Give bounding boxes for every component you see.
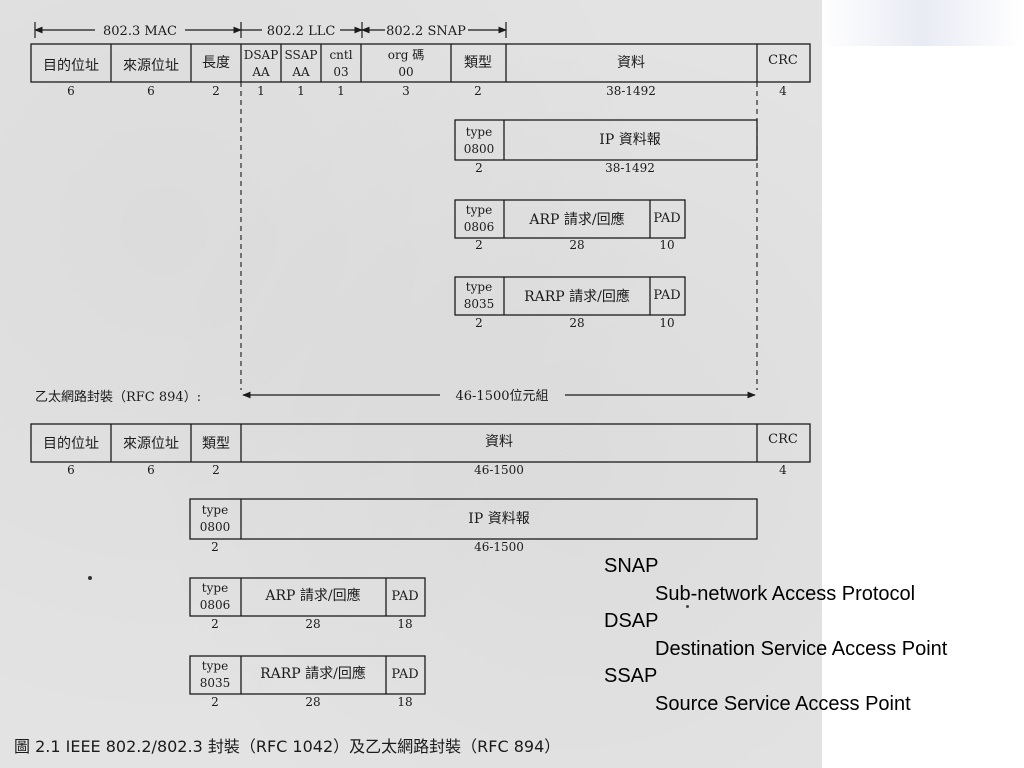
- ieee-arp-size-pad: 10: [659, 238, 674, 252]
- ieee-arp-type-label: type: [466, 203, 492, 217]
- size-ssap: 1: [297, 84, 305, 98]
- legend-term-dsap: DSAP: [604, 610, 659, 632]
- ieee-ip-type-label: type: [466, 125, 492, 139]
- size-type: 2: [474, 84, 482, 98]
- legend-term-snap: SNAP: [604, 555, 659, 577]
- ieee-arp-pad: PAD: [653, 211, 680, 226]
- field-cntl: cntl: [329, 48, 352, 62]
- size-dsap: 1: [257, 84, 265, 98]
- eth-size-source: 6: [147, 463, 155, 477]
- eth-ip-content: IP 資料報: [468, 511, 529, 527]
- ieee-arp-size-type: 2: [475, 238, 483, 252]
- ethernet-frame-box: [30, 423, 811, 463]
- eth-size-destination: 6: [67, 463, 75, 477]
- scanned-page-background: [0, 0, 822, 768]
- snap-span-label: 802.2 SNAP: [386, 24, 466, 39]
- org-code-value: 00: [398, 65, 413, 79]
- dsap-value: AA: [251, 65, 270, 79]
- eth-size-type: 2: [212, 463, 220, 477]
- eth-ip-size-content: 46-1500: [474, 540, 524, 554]
- ieee-rarp-content: RARP 請求/回應: [524, 288, 630, 305]
- acronym-legend: SNAP Sub-network Access Protocol DSAP De…: [604, 553, 1014, 718]
- cntl-value: 03: [333, 65, 348, 79]
- llc-span-label: 802.2 LLC: [267, 24, 336, 39]
- eth-size-data: 46-1500: [474, 463, 524, 477]
- field-length: 長度: [202, 55, 230, 71]
- mac-span-label: 802.3 MAC: [103, 24, 177, 39]
- eth-rarp-type-code: 8035: [200, 676, 231, 690]
- eth-rarp-pad: PAD: [391, 667, 418, 682]
- scan-speck: [88, 576, 92, 580]
- field-crc: CRC: [768, 53, 798, 68]
- size-crc: 4: [779, 84, 787, 98]
- eth-rarp-size-type: 2: [211, 695, 219, 709]
- eth-size-crc: 4: [779, 463, 787, 477]
- eth-arp-size-pad: 18: [397, 617, 412, 631]
- eth-arp-content: ARP 請求/回應: [264, 587, 360, 604]
- eth-arp-size-content: 28: [305, 617, 320, 631]
- ieee-rarp-payload-box: [454, 276, 686, 316]
- size-length: 2: [212, 84, 220, 98]
- field-ssap: SSAP: [285, 48, 318, 62]
- eth-ip-type-label: type: [202, 503, 228, 517]
- ieee-arp-payload-box: [454, 199, 686, 239]
- ethernet-encapsulation-label: 乙太網路封裝（RFC 894）:: [35, 389, 201, 405]
- size-destination: 6: [67, 84, 75, 98]
- eth-field-source-address: 來源位址: [123, 436, 179, 452]
- eth-arp-type-code: 0806: [200, 598, 231, 612]
- eth-rarp-type-label: type: [202, 659, 228, 673]
- ethernet-span-label: 46-1500位元組: [455, 389, 548, 404]
- field-dsap: DSAP: [244, 48, 279, 62]
- size-org-code: 3: [402, 84, 410, 98]
- field-destination-address: 目的位址: [43, 58, 99, 74]
- field-type: 類型: [464, 55, 492, 71]
- eth-rarp-content: RARP 請求/回應: [260, 665, 366, 682]
- ieee-rarp-size-type: 2: [475, 316, 483, 330]
- eth-arp-pad: PAD: [391, 589, 418, 604]
- ieee-ip-type-code: 0800: [464, 142, 495, 156]
- legend-def-snap: Sub-network Access Protocol: [655, 583, 916, 605]
- legend-def-dsap: Destination Service Access Point: [655, 638, 948, 660]
- ieee-arp-size-content: 28: [569, 238, 584, 252]
- eth-rarp-size-pad: 18: [397, 695, 412, 709]
- size-cntl: 1: [337, 84, 345, 98]
- eth-rarp-payload-box: [189, 655, 426, 695]
- ssap-value: AA: [291, 65, 310, 79]
- field-org-code: org 碼: [388, 48, 424, 62]
- eth-arp-type-label: type: [202, 581, 228, 595]
- field-source-address: 來源位址: [123, 58, 179, 74]
- eth-field-destination-address: 目的位址: [43, 436, 99, 452]
- ieee-rarp-pad: PAD: [653, 288, 680, 303]
- eth-field-crc: CRC: [768, 432, 798, 447]
- size-data: 38-1492: [606, 84, 656, 98]
- eth-arp-payload-box: [189, 577, 426, 617]
- ieee-ip-payload-box: [454, 119, 758, 161]
- legend-def-ssap: Source Service Access Point: [655, 693, 911, 715]
- ieee-arp-type-code: 0806: [464, 220, 495, 234]
- ieee-arp-content: ARP 請求/回應: [528, 211, 624, 228]
- eth-ip-size-type: 2: [211, 540, 219, 554]
- eth-field-data: 資料: [485, 434, 513, 450]
- eth-arp-size-type: 2: [211, 617, 219, 631]
- ieee-frame-box: [30, 43, 811, 83]
- ieee-rarp-size-content: 28: [569, 316, 584, 330]
- ieee-ip-content: IP 資料報: [599, 132, 660, 148]
- field-data: 資料: [617, 55, 645, 71]
- ieee-rarp-size-pad: 10: [659, 316, 674, 330]
- frame-format-diagram: 802.3 MAC 802.2 LLC 802.2 SNAP 目的位址 來源位址…: [30, 22, 811, 709]
- scan-speck-2: [686, 605, 689, 608]
- figure-caption: 圖 2.1 IEEE 802.2/802.3 封裝（RFC 1042）及乙太網路…: [14, 737, 561, 756]
- legend-term-ssap: SSAP: [604, 665, 658, 687]
- eth-ip-type-code: 0800: [200, 520, 231, 534]
- size-source: 6: [147, 84, 155, 98]
- ieee-ip-size-type: 2: [475, 161, 483, 175]
- eth-rarp-size-content: 28: [305, 695, 320, 709]
- ieee-ip-size-content: 38-1492: [605, 161, 655, 175]
- ieee-rarp-type-code: 8035: [464, 297, 495, 311]
- eth-field-type: 類型: [202, 436, 230, 452]
- eth-ip-payload-box: [189, 498, 758, 540]
- ieee-rarp-type-label: type: [466, 280, 492, 294]
